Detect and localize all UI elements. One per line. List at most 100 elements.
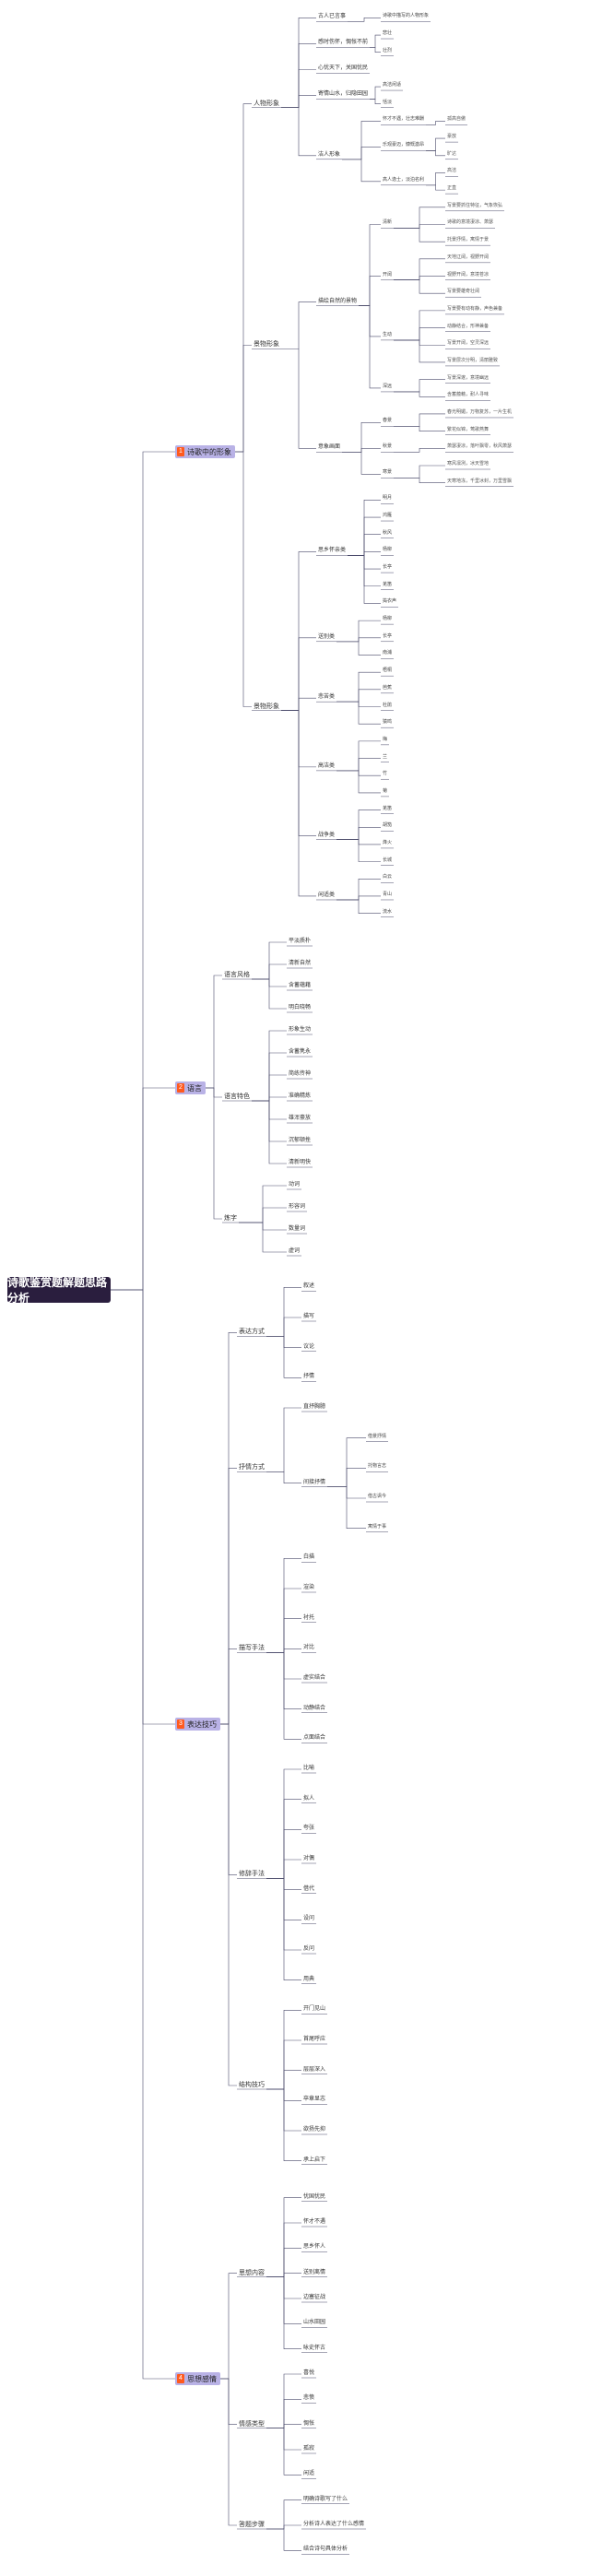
node-b3-d2[interactable]: 拟人 <box>303 1795 315 1802</box>
node-b1-c1c[interactable]: 秋风 <box>383 529 393 536</box>
node-b4-b5[interactable]: 闲适 <box>303 2471 315 2477</box>
node-b3-e1[interactable]: 开门见山 <box>303 2006 326 2013</box>
node-b1-b2b[interactable]: 秋景 <box>383 443 393 450</box>
node-b4-a6[interactable]: 山水田园 <box>303 2320 326 2326</box>
node-b4-a3[interactable]: 思乡怀人 <box>303 2244 326 2251</box>
node-b3-e6[interactable]: 承上启下 <box>303 2157 326 2163</box>
node-b2-c1[interactable]: 动词 <box>289 1182 301 1188</box>
node-b4-a1[interactable]: 忧国忧民 <box>303 2193 326 2200</box>
node-b1-c1b[interactable]: 鸿雁 <box>383 513 393 519</box>
node-b1-b2b1[interactable]: 萧瑟凄凉，落叶飘零，秋风萧瑟 <box>447 443 513 450</box>
node-b3-c3[interactable]: 衬托 <box>303 1614 315 1621</box>
node-b1-c4c[interactable]: 竹 <box>383 771 388 777</box>
node-b3-c5[interactable]: 虚实结合 <box>303 1675 326 1681</box>
node-b1-a8b[interactable]: 正直 <box>447 185 457 192</box>
node-b1-c1g[interactable]: 捣衣声 <box>383 598 397 605</box>
node-b3-b1[interactable]: 直抒胸臆 <box>303 1404 326 1410</box>
node-b1-c4d[interactable]: 菊 <box>383 787 388 794</box>
node-b1-b1a1[interactable]: 写景要抓住特征，气象恢弘 <box>447 202 503 208</box>
node-b4-a2[interactable]: 怀才不遇 <box>303 2219 326 2225</box>
node-b1-b1[interactable]: 描绘自然的景物 <box>318 298 358 304</box>
node-b3-a4[interactable]: 抒情 <box>303 1374 315 1380</box>
node-b3-c7[interactable]: 点面结合 <box>303 1735 326 1742</box>
node-b1-b2c2[interactable]: 天寒地冻，千里冰封，万里雪飘 <box>447 478 513 484</box>
node-b2-c3[interactable]: 数量词 <box>289 1226 306 1232</box>
node-b2-b2[interactable]: 含蓄隽永 <box>289 1049 312 1055</box>
node-b3-d7[interactable]: 反问 <box>303 1946 315 1952</box>
node-b1-a4a[interactable]: 高洁闲适 <box>383 82 402 89</box>
node-b1-b1c3[interactable]: 写景开阔，空灵深远 <box>447 340 490 347</box>
node-b2-c[interactable]: 炼字 <box>224 1215 237 1222</box>
node-b1-c5b[interactable]: 胡笳 <box>383 822 393 829</box>
node-b3-e4[interactable]: 卒章显志 <box>303 2097 326 2103</box>
node-b3-c4[interactable]: 对比 <box>303 1645 315 1651</box>
node-b1-b1a2[interactable]: 诗歌的意境凄凉、萧瑟 <box>447 219 494 226</box>
node-b1-b1c[interactable]: 生动 <box>383 331 393 337</box>
node-b1-a7[interactable]: 乐观豪迈，慷慨激昂 <box>383 142 425 148</box>
node-b3-a2[interactable]: 描写 <box>303 1314 315 1319</box>
node-b1-a8[interactable]: 高人逸士，淡泊名利 <box>383 176 425 183</box>
node-b1-a8a[interactable]: 高洁 <box>447 168 457 174</box>
node-b3-d[interactable]: 修辞手法 <box>239 1871 265 1878</box>
node-b1-c3d[interactable]: 猿鸣 <box>383 719 393 726</box>
node-b1-c5d[interactable]: 长城 <box>383 857 393 863</box>
node-b2-a2[interactable]: 清新自然 <box>289 961 312 966</box>
node-b1-c5c[interactable]: 烽火 <box>383 839 393 845</box>
node-b1-b1b[interactable]: 开阔 <box>383 271 393 278</box>
node-b1-a2b[interactable]: 壮烈 <box>383 47 393 53</box>
node-b1-c6c[interactable]: 流水 <box>383 908 393 915</box>
node-b2-c4[interactable]: 虚词 <box>289 1248 301 1254</box>
node-b3-b2b[interactable]: 托物言志 <box>368 1463 387 1470</box>
node-b3-b2[interactable]: 间接抒情 <box>303 1479 326 1485</box>
node-b3-b2d[interactable]: 寓情于事 <box>368 1523 387 1530</box>
node-b1-c6[interactable]: 闲适类 <box>318 892 336 898</box>
node-b1-a3[interactable]: 心忧天下，关国忧民 <box>318 65 369 72</box>
node-b2-a1[interactable]: 平淡质朴 <box>289 939 312 944</box>
node-b4-c[interactable]: 答题步骤 <box>239 2522 265 2528</box>
node-b3-d4[interactable]: 对偶 <box>303 1856 315 1861</box>
node-b1-c2a[interactable]: 杨柳 <box>383 616 393 622</box>
node-b3-e[interactable]: 结构技巧 <box>239 2082 265 2088</box>
node-b1-b1c1[interactable]: 写景要有动有静，声色兼备 <box>447 305 503 312</box>
node-b2-b7[interactable]: 清新明快 <box>289 1160 312 1165</box>
node-b2-a4[interactable]: 明白晓畅 <box>289 1005 312 1010</box>
node-b3-d8[interactable]: 用典 <box>303 1976 315 1982</box>
node-b3-e5[interactable]: 欲扬先抑 <box>303 2127 326 2133</box>
node-b4-b4[interactable]: 孤寂 <box>303 2446 315 2452</box>
node-b2-b1[interactable]: 形象生动 <box>289 1027 312 1033</box>
node-b1-c3a[interactable]: 梧桐 <box>383 668 393 674</box>
node-b3-e2[interactable]: 首尾呼应 <box>303 2037 326 2042</box>
node-b1-c3[interactable]: 悲苦类 <box>318 694 336 701</box>
node-b1-a4b[interactable]: 恬淡 <box>383 99 393 105</box>
node-b1-a7b[interactable]: 旷达 <box>447 150 457 157</box>
node-b2-b3[interactable]: 简练传神 <box>289 1071 312 1077</box>
node-b3-d3[interactable]: 夸张 <box>303 1826 315 1832</box>
node-b1-b[interactable]: 景物形象 <box>254 341 279 349</box>
node-b1-b1c2[interactable]: 动静结合，形神兼备 <box>447 323 490 329</box>
node-b1-b2a[interactable]: 春景 <box>383 418 393 424</box>
node-b3-d1[interactable]: 比喻 <box>303 1766 315 1771</box>
node-b1-a1a[interactable]: 诗歌中描写的人物形象 <box>383 13 430 19</box>
node-b3-c6[interactable]: 动静结合 <box>303 1705 326 1711</box>
node-b1-b1b1[interactable]: 天地辽阔，视野开阔 <box>447 254 490 260</box>
node-b1-b1d2[interactable]: 含蓄蕴藉，耐人寻味 <box>447 392 490 398</box>
node-b1-c1d[interactable]: 杨柳 <box>383 547 393 553</box>
node-b1-b1d[interactable]: 深远 <box>383 383 393 389</box>
node-b3-c1[interactable]: 白描 <box>303 1554 315 1561</box>
node-b3-a[interactable]: 表达方式 <box>239 1329 265 1336</box>
node-b3-b2a[interactable]: 借景抒情 <box>368 1433 387 1439</box>
node-b2-b5[interactable]: 雄浑豪放 <box>289 1116 312 1121</box>
node-b1-c1e[interactable]: 长亭 <box>383 564 393 571</box>
node-b1-c[interactable]: 景物形象 <box>254 703 279 710</box>
node-b4-c3[interactable]: 结合诗句具体分析 <box>303 2546 348 2553</box>
node-b1-c4a[interactable]: 梅 <box>383 736 388 742</box>
node-b4-a4[interactable]: 送别离情 <box>303 2269 326 2275</box>
node-b1-c6b[interactable]: 青山 <box>383 891 393 897</box>
node-b1-b1d1[interactable]: 写景深邃，意境幽远 <box>447 374 490 381</box>
node-b1-c1a[interactable]: 明月 <box>383 495 393 502</box>
node-b4-b2[interactable]: 悲愤 <box>303 2395 315 2402</box>
